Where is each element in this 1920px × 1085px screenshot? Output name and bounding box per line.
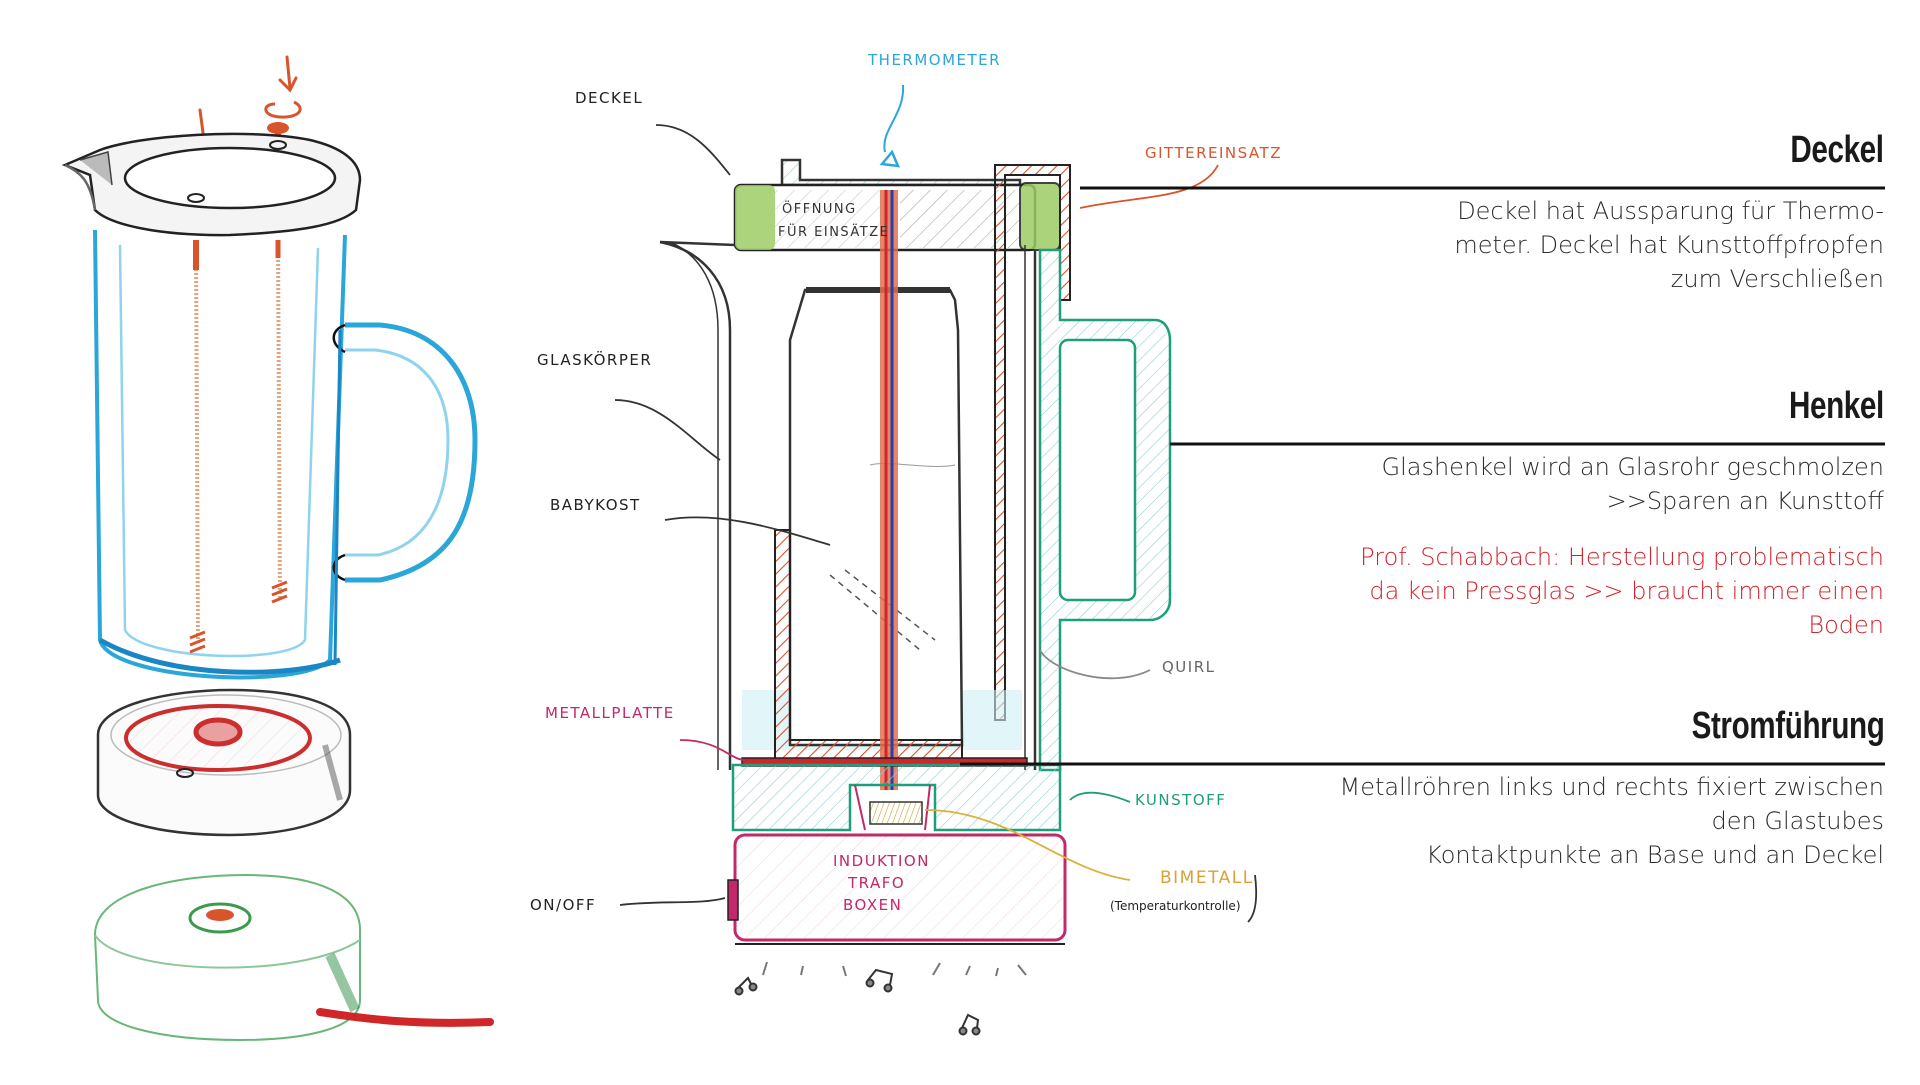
quirl-outline [829,574,921,651]
screw-hole [187,193,205,203]
section-body: Deckel hat Aussparung für Thermo- meter.… [1454,194,1884,296]
label-induktion-2: TRAFO [847,874,905,892]
label-oeffnung-2: FÜR EINSÄTZE [778,223,889,240]
perspective-lid [61,132,362,237]
perspective-glass-body [93,229,478,680]
sound-lines [762,961,1027,977]
section-title: Stromführung [1691,705,1884,747]
section-line: zum Verschließen [1670,265,1884,293]
cross-section-diagram [614,84,1885,1036]
metal-rod [880,190,898,790]
note-line: Prof. Schabbach: Herstellung problematis… [1360,543,1884,571]
handle [1038,248,1172,772]
thermometer-arrow-icon [879,149,901,168]
plastic-base [731,763,1062,832]
section-henkel: Henkel Glashenkel wird an Glasrohr gesch… [1360,384,1884,642]
leader-lines [614,124,1258,923]
label-glaskoerper: GLASKÖRPER [537,350,652,369]
label-induktion-1: INDUKTION [833,852,930,870]
label-on-off: ON/OFF [530,896,596,914]
section-line: den Glastubes [1711,807,1884,835]
music-note-icon [865,968,894,993]
section-line: meter. Deckel hat Kunsttoffpfropfen [1454,231,1884,259]
rod-threads [189,240,288,654]
section-body: Glashenkel wird an Glasrohr geschmolzen … [1360,450,1884,518]
lid-top [780,158,1022,187]
music-note-icon [734,976,758,996]
on-off-switch[interactable] [727,879,739,921]
perspective-base [96,688,352,837]
label-gittereinsatz: GITTEREINSATZ [1145,144,1282,162]
label-babykost: BABYKOST [550,496,641,514]
inner-container [788,288,964,747]
section-line: Deckel hat Aussparung für Thermo- [1457,197,1884,225]
section-title: Henkel [1789,385,1884,427]
section-body: Metallröhren links und rechts fixiert zw… [1340,770,1884,872]
music-note-icon [958,1013,981,1036]
perspective-rods [194,239,282,646]
label-thermometer: THERMOMETER [867,51,1001,69]
section-line: >>Sparen an Kunsttoff [1606,487,1884,515]
section-note: Prof. Schabbach: Herstellung problematis… [1360,540,1884,642]
screw-hole [269,140,287,150]
label-temperaturkontrolle: (Temperaturkontrolle) [1110,899,1241,913]
label-bimetall: BIMETALL [1160,868,1254,888]
label-quirl: QUIRL [1162,658,1216,676]
label-metallplatte: METALLPLATTE [545,704,675,722]
label-deckel: DECKEL [575,89,643,107]
section-stromfuehrung: Stromführung Metallröhren links und rech… [1340,704,1885,872]
section-line: Metallröhren links und rechts fixiert zw… [1339,773,1884,801]
bimetal [869,801,923,825]
note-line: da kein Pressglas >> braucht immer einen [1369,577,1884,605]
note-line: Boden [1808,611,1884,639]
section-line: Glashenkel wird an Glasrohr geschmolzen [1381,453,1884,481]
section-deckel: Deckel Deckel hat Aussparung für Thermo-… [1454,128,1884,296]
section-line: Kontaktpunkte an Base und an Deckel [1426,841,1884,869]
perspective-green-base [93,873,494,1042]
perspective-sketch [61,55,494,1042]
label-kunststoff: KUNSTOFF [1135,791,1226,809]
label-oeffnung-1: ÖFFNUNG [782,200,857,217]
glass-body [659,240,1037,770]
label-induktion-3: BOXEN [843,896,902,914]
section-title: Deckel [1790,129,1885,171]
